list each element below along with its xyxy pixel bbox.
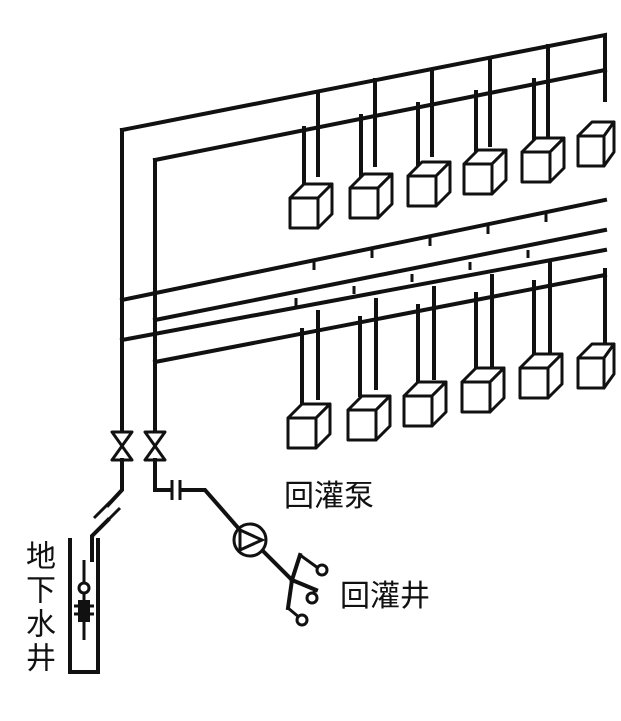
recharge-line: [153, 458, 243, 533]
indoor-unit: [520, 136, 566, 184]
indoor-unit: [462, 148, 508, 196]
indoor-unit: [576, 120, 616, 168]
upper-supply-header: [119, 32, 607, 133]
indoor-unit: [518, 352, 564, 400]
well-supply-line: [90, 458, 124, 562]
upper-row-branches: [302, 44, 550, 190]
lower-row-units: [286, 342, 616, 450]
recharge-pump-label: 回灌泵: [284, 479, 374, 514]
header-stubs: [294, 214, 548, 306]
supply-valve: [110, 430, 134, 462]
indoor-unit: [406, 160, 452, 208]
indoor-unit: [402, 380, 448, 428]
indoor-unit: [460, 366, 506, 414]
middle-headers: [119, 197, 608, 365]
recharge-well-label: 回灌井: [340, 579, 430, 614]
indoor-unit: [286, 402, 332, 450]
groundwater-well: [68, 538, 100, 674]
recharge-pump-icon: [232, 522, 268, 558]
upper-row-units: [288, 120, 616, 230]
indoor-unit: [348, 172, 394, 220]
lower-row-branches: [300, 262, 607, 407]
return-valve: [143, 430, 167, 462]
main-risers: [120, 128, 157, 434]
groundwater-well-label: 地下水井: [20, 540, 55, 676]
indoor-unit: [288, 182, 334, 230]
indoor-unit: [346, 394, 392, 442]
recharge-well-branches: [261, 549, 329, 627]
indoor-unit: [576, 342, 616, 390]
upper-return-header: [152, 67, 608, 163]
